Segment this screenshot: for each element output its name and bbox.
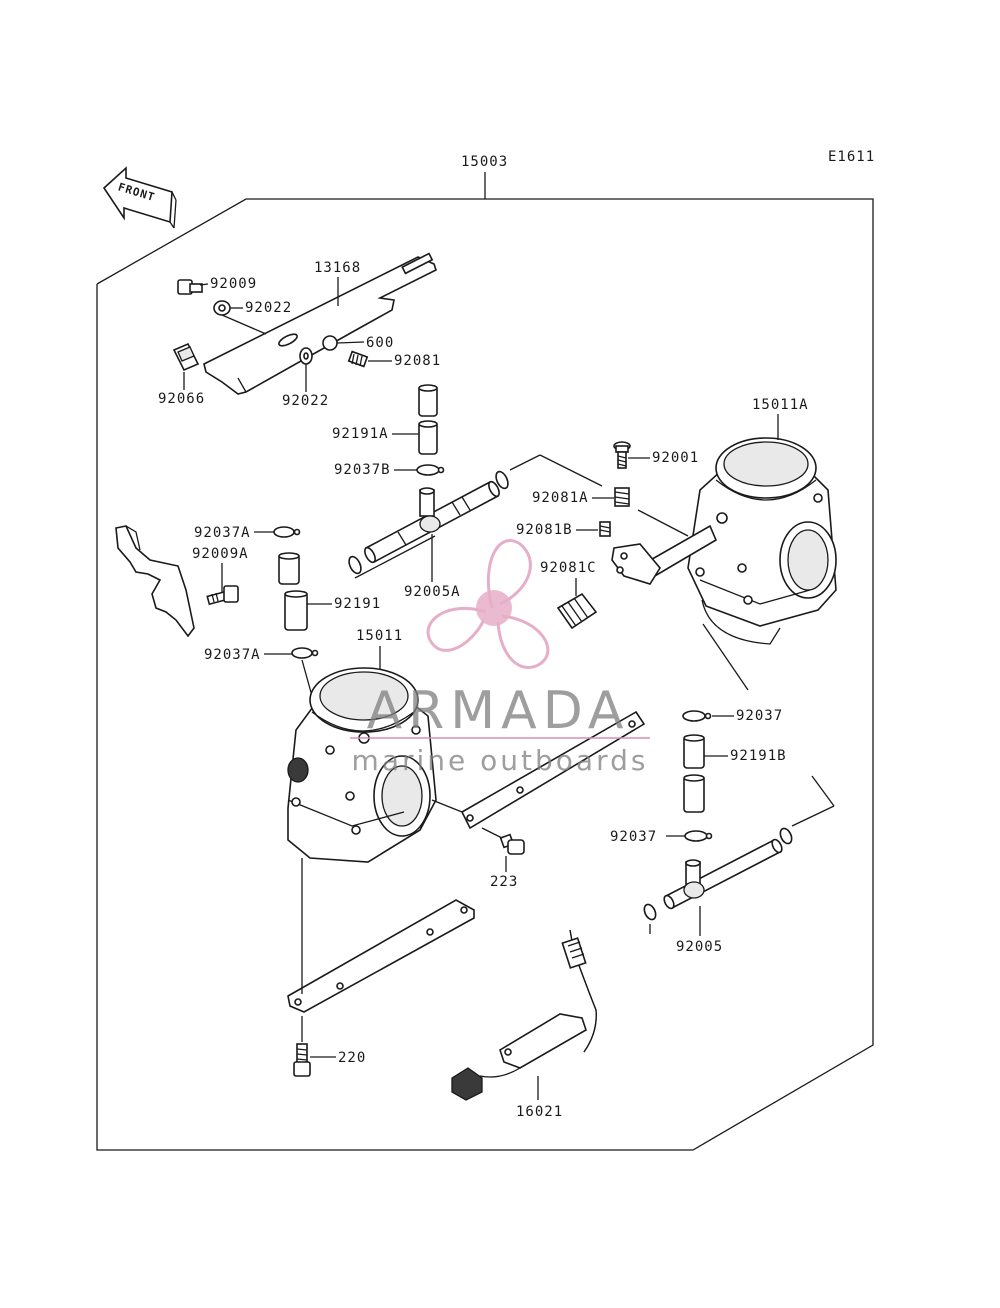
pipe-92005 [663, 838, 783, 910]
label-92081b: 92081B [516, 522, 573, 538]
propeller-logo-icon [426, 539, 550, 669]
label-92001: 92001 [652, 450, 699, 466]
label-16021: 16021 [516, 1104, 563, 1120]
label-92037b: 92037B [334, 462, 391, 478]
label-15003: 15003 [461, 154, 508, 170]
clamp-92037a-1 [273, 526, 301, 538]
spring-92081a [614, 487, 630, 507]
label-92022-b: 92022 [282, 393, 329, 409]
armada-watermark: ARMADA marine outboards [350, 539, 650, 777]
o-ring-lower-left [643, 903, 657, 921]
label-15011: 15011 [356, 628, 403, 644]
spring-92081 [347, 350, 369, 368]
hose-92191a [418, 384, 438, 455]
screw-92001 [613, 441, 631, 469]
label-220: 220 [338, 1050, 366, 1066]
label-600: 600 [366, 335, 394, 351]
label-92037a-2: 92037A [204, 647, 261, 663]
o-ring-right [495, 470, 509, 490]
label-92009a: 92009A [192, 546, 249, 562]
front-arrow-icon: FRONT [102, 166, 177, 229]
label-92037-2: 92037 [610, 829, 657, 845]
clamp-92037b [416, 464, 445, 476]
watermark-tagline: marine outboards [352, 744, 649, 777]
label-92081c: 92081C [540, 560, 597, 576]
label-92005a: 92005A [404, 584, 461, 600]
label-92037-1: 92037 [736, 708, 783, 724]
clamp-92037a-2 [291, 647, 319, 659]
label-92081a: 92081A [532, 490, 589, 506]
label-92005: 92005 [676, 939, 723, 955]
watermark-brand: ARMADA [367, 681, 630, 741]
bracket-13168 [203, 252, 437, 395]
clamp-92037-2 [684, 830, 713, 842]
washer-92022-b [299, 347, 313, 365]
spring-92081b [599, 521, 611, 537]
linkage-bar-lower [287, 899, 475, 1013]
label-92191: 92191 [334, 596, 381, 612]
pipe-92005a [364, 480, 500, 564]
bolt-92009a [206, 585, 239, 606]
bolt-223 [499, 833, 525, 855]
label-92191b: 92191B [730, 748, 787, 764]
hose-92191b [683, 734, 705, 813]
diagram-code: E1611 [828, 149, 875, 165]
label-92191a: 92191A [332, 426, 389, 442]
label-92081: 92081 [394, 353, 441, 369]
label-92037a-1: 92037A [194, 525, 251, 541]
assembly-outline [96, 198, 874, 1151]
washer-92022-a [213, 300, 231, 316]
label-223: 223 [490, 874, 518, 890]
hose-92191 [278, 552, 308, 631]
label-15011a: 15011A [752, 397, 809, 413]
linkage-bar-upper [460, 710, 646, 830]
ball-600 [322, 335, 338, 351]
cable-16021 [451, 929, 597, 1101]
label-92022-a: 92022 [245, 300, 292, 316]
bracket-left [115, 525, 195, 638]
bolt-220 [293, 1043, 311, 1077]
label-13168: 13168 [314, 260, 361, 276]
clamp-92037-1 [682, 710, 712, 722]
bolt-92009 [177, 279, 203, 295]
o-ring-left [348, 555, 362, 575]
label-92009: 92009 [210, 276, 257, 292]
carburetor-15011a [611, 437, 837, 645]
clip-92066 [172, 342, 200, 372]
o-ring-lower-right [779, 827, 793, 845]
label-92066: 92066 [158, 391, 205, 407]
carburetor-15011 [287, 667, 437, 863]
spring-92081c [556, 592, 598, 630]
